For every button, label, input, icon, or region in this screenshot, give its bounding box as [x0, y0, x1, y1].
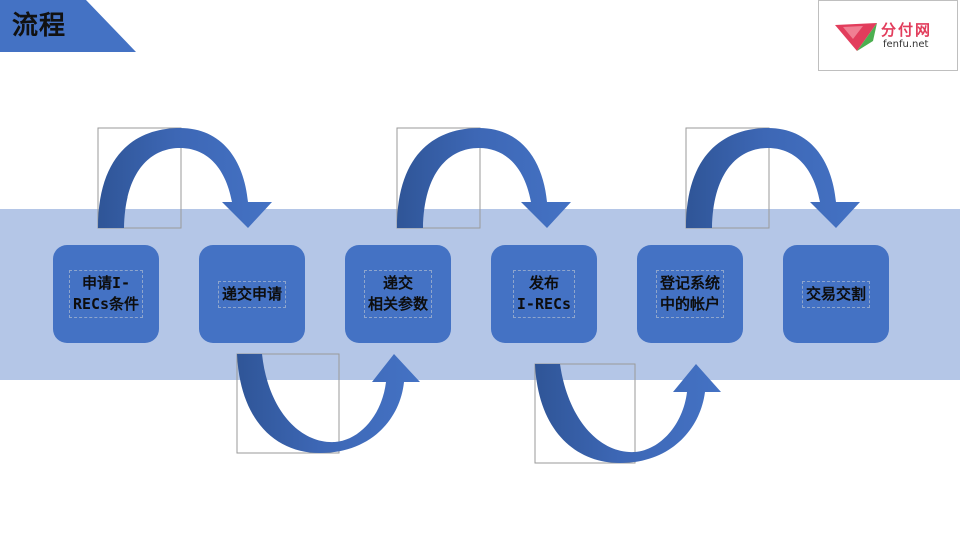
step-3-label: 递交 相关参数: [363, 270, 432, 318]
arrow-under-4-5: [534, 363, 721, 464]
step-2-label: 递交申请: [217, 280, 286, 308]
step-6-label: 交易交割: [801, 280, 870, 308]
fenfu-logo-icon: [835, 23, 877, 51]
step-5: 登记系统 中的帐户: [637, 245, 743, 343]
arrow-over-3-4: [396, 127, 571, 229]
logo-text-cn: 分付网: [881, 21, 933, 39]
page-title: 流程: [12, 11, 67, 41]
step-1-label: 申请I- RECs条件: [68, 270, 144, 318]
step-3: 递交 相关参数: [345, 245, 451, 343]
logo-text-en: fenfu.net: [883, 39, 929, 50]
step-2: 递交申请: [199, 245, 305, 343]
logo: 分付网 fenfu.net: [818, 0, 958, 71]
arrow-under-2-3: [236, 353, 420, 454]
step-6: 交易交割: [783, 245, 889, 343]
step-4: 发布 I-RECs: [491, 245, 597, 343]
title-tab-shape: [0, 0, 136, 52]
step-4-label: 发布 I-RECs: [512, 270, 576, 318]
step-5-label: 登记系统 中的帐户: [655, 270, 724, 318]
arrow-over-5-6: [685, 127, 860, 229]
step-1: 申请I- RECs条件: [53, 245, 159, 343]
arrow-over-1-2: [97, 127, 272, 229]
